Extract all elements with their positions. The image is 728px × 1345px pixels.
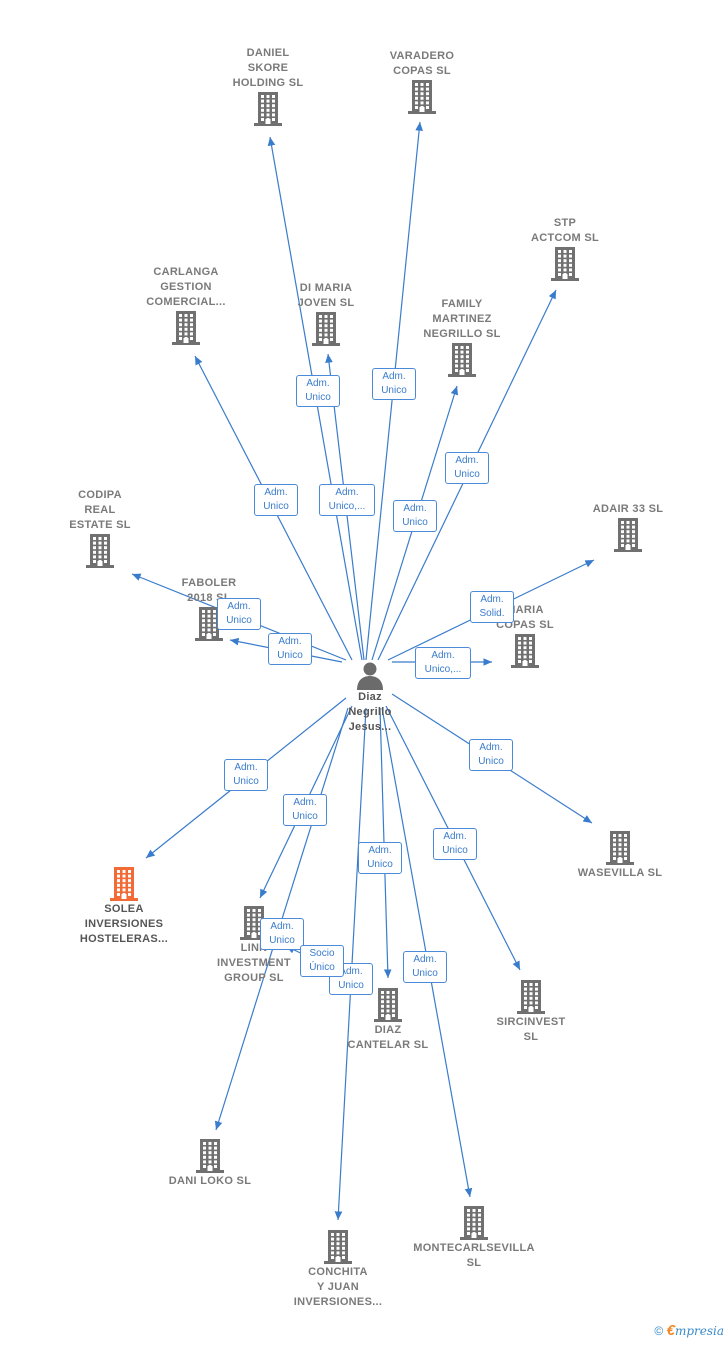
company-node-diaz-cantelar[interactable]: DIAZ CANTELAR SL xyxy=(340,987,436,1053)
person-name: Diaz Negrillo Jesus... xyxy=(348,691,392,733)
relation-badge-mariacopas[interactable]: Adm. Unico,... xyxy=(415,647,471,679)
company-label: DANIEL SKORE HOLDING SL xyxy=(232,47,304,89)
building-icon xyxy=(240,906,268,940)
relation-badge-linn[interactable]: Adm. Unico xyxy=(283,794,327,826)
relation-badge-sircinvest[interactable]: Adm. Unico xyxy=(433,828,477,860)
building-icon xyxy=(312,312,340,346)
building-icon xyxy=(511,634,539,668)
building-icon xyxy=(460,1206,488,1240)
company-label: MONTECARLSEVILLA SL xyxy=(413,1242,535,1269)
company-node-linn-investment[interactable]: LINN INVESTMENT GROUP SL xyxy=(206,905,302,986)
company-node-faboler-2018[interactable]: FABOLER 2018 SL xyxy=(164,576,254,642)
company-label: FAMILY MARTINEZ NEGRILLO SL xyxy=(423,298,501,340)
company-node-daniel-skore[interactable]: DANIEL SKORE HOLDING SL xyxy=(218,46,318,127)
company-node-di-maria-joven[interactable]: DI MARIA JOVEN SL xyxy=(278,281,374,347)
company-node-codipa-real-estate[interactable]: CODIPA REAL ESTATE SL xyxy=(52,488,148,569)
building-icon xyxy=(614,518,642,552)
empresia-logo: © €mpresia xyxy=(654,1322,724,1339)
company-label: VARADERO COPAS SL xyxy=(389,50,455,77)
building-icon xyxy=(86,534,114,568)
copyright-symbol: © xyxy=(654,1324,664,1338)
company-label: STP ACTCOM SL xyxy=(530,217,600,244)
company-node-family-martinez-negrillo[interactable]: FAMILY MARTINEZ NEGRILLO SL xyxy=(412,297,512,378)
relation-badge-codipa[interactable]: Adm. Unico xyxy=(217,598,261,630)
building-icon xyxy=(517,980,545,1014)
company-label: DANI LOKO SL xyxy=(168,1175,252,1187)
relation-badge-varadero[interactable]: Adm. Unico xyxy=(372,368,416,400)
relation-badge-montecarl[interactable]: Adm. Unico xyxy=(403,951,447,983)
company-node-varadero-copas[interactable]: VARADERO COPAS SL xyxy=(372,49,472,115)
relation-badge-carlanga[interactable]: Adm. Unico xyxy=(254,484,298,516)
relation-badge-adair[interactable]: Adm. Solid. xyxy=(470,591,514,623)
company-label: DI MARIA JOVEN SL xyxy=(297,282,355,309)
building-icon xyxy=(448,343,476,377)
company-node-dani-loko[interactable]: DANI LOKO SL xyxy=(160,1138,260,1189)
building-icon xyxy=(408,80,436,114)
company-label: CODIPA REAL ESTATE SL xyxy=(69,489,131,531)
relation-badge-wasevilla[interactable]: Adm. Unico xyxy=(469,739,513,771)
building-icon xyxy=(196,1139,224,1173)
building-icon xyxy=(172,311,200,345)
brand-text: mpresia xyxy=(674,1324,724,1338)
person-icon xyxy=(357,662,383,690)
relation-badge-daniloko[interactable]: Adm. Unico xyxy=(260,918,304,950)
company-node-maria-copas[interactable]: MARIA COPAS SL xyxy=(480,603,570,669)
company-label: LINN INVESTMENT GROUP SL xyxy=(217,942,291,984)
company-node-carlanga[interactable]: CARLANGA GESTION COMERCIAL... xyxy=(134,265,238,346)
relation-badge-dimaria[interactable]: Adm. Unico,... xyxy=(319,484,375,516)
building-icon xyxy=(324,1230,352,1264)
relation-badge-diazcantelar[interactable]: Adm. Unico xyxy=(358,842,402,874)
company-node-montecarlsevilla[interactable]: MONTECARLSEVILLA SL xyxy=(408,1205,540,1271)
company-node-sircinvest[interactable]: SIRCINVEST SL xyxy=(484,979,578,1045)
company-node-adair-33[interactable]: ADAIR 33 SL xyxy=(580,502,676,553)
company-label: CONCHITA Y JUAN INVERSIONES... xyxy=(293,1266,383,1308)
company-node-solea-inversiones[interactable]: SOLEA INVERSIONES HOSTELERAS... xyxy=(66,866,182,947)
company-label: ADAIR 33 SL xyxy=(592,503,664,515)
company-node-conchita-y-juan[interactable]: CONCHITA Y JUAN INVERSIONES... xyxy=(284,1229,392,1310)
company-node-wasevilla[interactable]: WASEVILLA SL xyxy=(570,830,670,881)
person-node-center[interactable]: Diaz Negrillo Jesus... xyxy=(334,660,406,735)
relation-badge-linn-socio[interactable]: Socio Único xyxy=(300,945,344,977)
company-label: SIRCINVEST SL xyxy=(496,1016,566,1043)
company-label: SOLEA INVERSIONES HOSTELERAS... xyxy=(79,903,169,945)
building-icon xyxy=(551,247,579,281)
company-label: WASEVILLA SL xyxy=(577,867,663,879)
building-icon xyxy=(195,607,223,641)
building-icon xyxy=(374,988,402,1022)
relation-badge-family[interactable]: Adm. Unico xyxy=(393,500,437,532)
brand-e: € xyxy=(666,1322,675,1339)
company-label: DIAZ CANTELAR SL xyxy=(347,1024,429,1051)
relation-badge-faboler[interactable]: Adm. Unico xyxy=(268,633,312,665)
relation-badge-solea[interactable]: Adm. Unico xyxy=(224,759,268,791)
company-label: MARIA COPAS SL xyxy=(496,604,554,631)
company-label: CARLANGA GESTION COMERCIAL... xyxy=(146,266,226,308)
building-icon xyxy=(606,831,634,865)
building-icon xyxy=(110,867,138,901)
relation-badge-stp[interactable]: Adm. Unico xyxy=(445,452,489,484)
relation-badge-daniel[interactable]: Adm. Unico xyxy=(296,375,340,407)
company-node-stp-actcom[interactable]: STP ACTCOM SL xyxy=(515,216,615,282)
building-icon xyxy=(254,92,282,126)
